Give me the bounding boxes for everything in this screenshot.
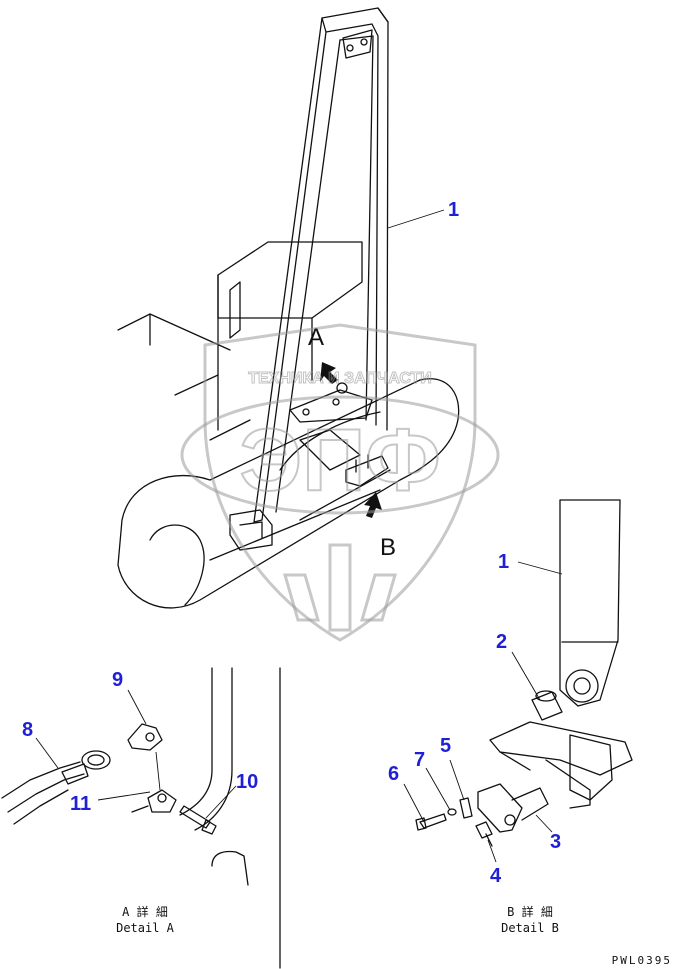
leader-3 bbox=[535, 814, 553, 833]
callout-4: 4 bbox=[490, 865, 502, 887]
watermark-big-text: ЭПФ bbox=[240, 410, 441, 509]
callout-3: 3 bbox=[550, 831, 561, 853]
caption-detail-b-jp: B 詳 細 bbox=[507, 904, 553, 919]
leader-11 bbox=[97, 791, 151, 801]
leader-1-main bbox=[387, 209, 445, 229]
leader-2 bbox=[511, 651, 541, 701]
callout-9: 9 bbox=[112, 669, 123, 691]
callout-2: 2 bbox=[496, 631, 507, 653]
callout-10: 10 bbox=[236, 771, 258, 793]
frame-main bbox=[229, 7, 389, 551]
callout-6: 6 bbox=[388, 763, 399, 785]
leader-6 bbox=[403, 783, 425, 823]
leader-5 bbox=[449, 759, 465, 801]
detail-a-assembly bbox=[1, 667, 281, 969]
callout-1-main: 1 bbox=[448, 199, 459, 221]
leader-9 bbox=[127, 689, 147, 725]
leader-4 bbox=[487, 839, 497, 863]
callout-7: 7 bbox=[414, 749, 425, 771]
view-letter-b: B bbox=[380, 534, 396, 561]
leader-10 bbox=[205, 785, 237, 819]
callout-8: 8 bbox=[22, 719, 33, 741]
drawing-code: PWL0395 bbox=[612, 954, 672, 967]
leader-7 bbox=[425, 767, 451, 811]
caption-detail-a-en: Detail A bbox=[116, 921, 175, 935]
callout-5: 5 bbox=[440, 735, 451, 757]
arrow-a-icon bbox=[320, 362, 338, 384]
leader-9-link bbox=[155, 751, 161, 791]
view-letter-a: A bbox=[308, 324, 324, 351]
caption-detail-b-en: Detail B bbox=[501, 921, 559, 935]
callout-1-detail: 1 bbox=[498, 551, 509, 573]
caption-detail-a-jp: A 詳 細 bbox=[122, 904, 168, 919]
watermark-shield: ТЕХНИКА И ЗАПЧАСТИ ЭПФ bbox=[180, 323, 500, 642]
leader-1-detail bbox=[517, 561, 563, 575]
callout-11: 11 bbox=[70, 793, 91, 815]
watermark-top-text: ТЕХНИКА И ЗАПЧАСТИ bbox=[248, 370, 432, 387]
leader-8 bbox=[35, 737, 59, 769]
detail-b-assembly bbox=[415, 499, 633, 847]
